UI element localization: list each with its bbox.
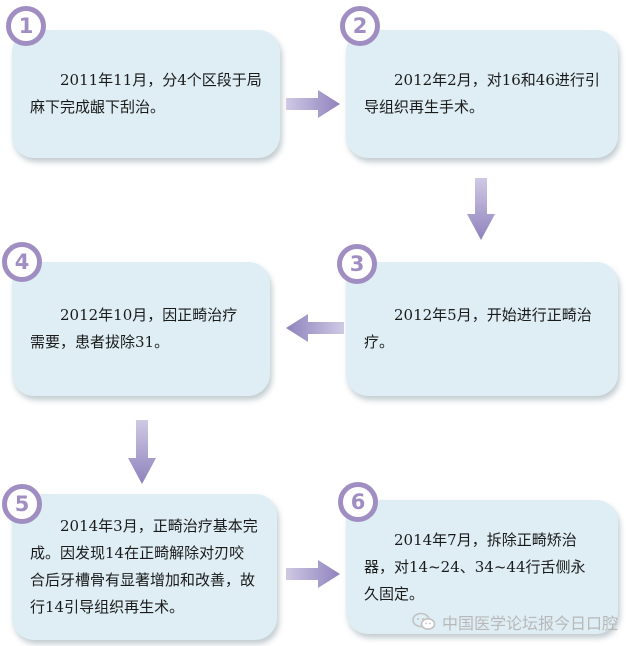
wechat-icon — [412, 612, 436, 630]
step-3-text: 2012年5月，开始进行正畸治疗。 — [364, 306, 592, 351]
step-6-box: 2014年7月，拆除正畸矫治器，对14~24、34~44行舌侧永久固定。 — [346, 500, 618, 634]
step-4-text: 2012年10月，因正畸治疗需要，患者拔除31。 — [30, 306, 238, 351]
step-6-text: 2014年7月，拆除正畸矫治器，对14~24、34~44行舌侧永久固定。 — [364, 530, 586, 603]
step-4-number: 4 — [2, 242, 42, 282]
watermark-text: 中国医学论坛报今日口腔 — [441, 614, 618, 633]
arrow-left-3-to-4 — [286, 314, 344, 342]
step-5-box: 2014年3月，正畸治疗基本完成。因发现14在正畸解除对刃咬合后牙槽骨有显著增加… — [12, 494, 277, 640]
step-2-text: 2012年2月，对16和46进行引导组织再生手术。 — [364, 71, 600, 116]
step-3-number: 3 — [337, 244, 377, 284]
step-4-box: 2012年10月，因正畸治疗需要，患者拔除31。 — [12, 262, 270, 396]
step-2-number: 2 — [340, 6, 380, 46]
step-1-box: 2011年11月，分4个区段于局麻下完成龈下刮治。 — [12, 30, 280, 158]
watermark: 中国医学论坛报今日口腔 — [412, 610, 618, 634]
step-1-text: 2011年11月，分4个区段于局麻下完成龈下刮治。 — [30, 71, 262, 116]
arrow-right-5-to-6 — [286, 560, 340, 588]
arrow-down-4-to-5 — [128, 420, 156, 484]
arrow-right-1-to-2 — [286, 90, 340, 118]
step-3-box: 2012年5月，开始进行正畸治疗。 — [346, 262, 618, 396]
step-5-number: 5 — [2, 484, 42, 524]
step-1-number: 1 — [6, 6, 46, 46]
step-2-box: 2012年2月，对16和46进行引导组织再生手术。 — [346, 30, 618, 158]
arrow-down-2-to-3 — [467, 178, 495, 240]
step-5-text: 2014年3月，正畸治疗基本完成。因发现14在正畸解除对刃咬合后牙槽骨有显著增加… — [30, 517, 258, 616]
step-6-number: 6 — [338, 482, 378, 522]
